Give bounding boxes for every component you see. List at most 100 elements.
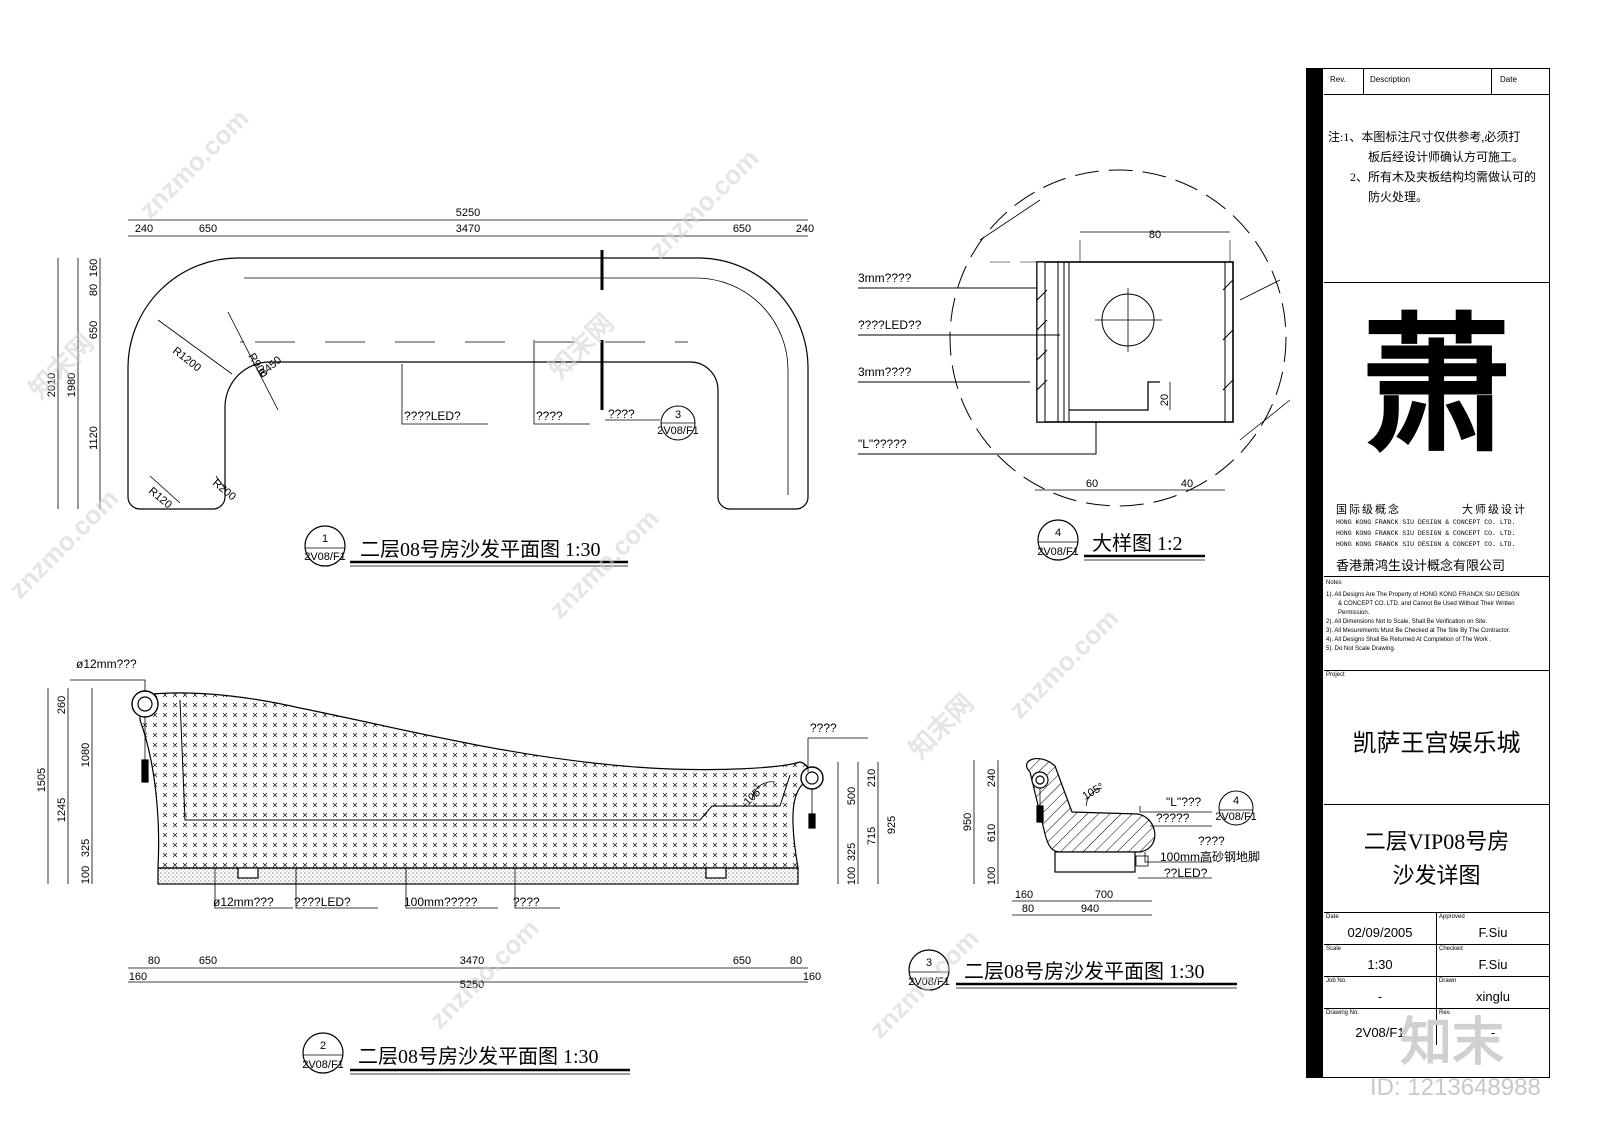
- v1-left-c: 160: [88, 259, 100, 277]
- approved-value: F.Siu: [1478, 925, 1508, 940]
- drawing-value: 2V08/F1: [1355, 1025, 1405, 1040]
- v2-top-label: ø12mm???: [76, 657, 137, 671]
- v1-left-b: 1980: [66, 373, 78, 397]
- view-1-title: 1 2V08/F1 二层08号房沙发平面图 1:30: [304, 525, 628, 567]
- v4-tag-num: 4: [1055, 527, 1061, 539]
- v2-bot-160a: 160: [129, 971, 147, 983]
- v3-left-240: 240: [986, 769, 998, 787]
- approved-label: Approved: [1439, 914, 1465, 920]
- v4-dim-20: 20: [1159, 394, 1171, 406]
- sheet-title-line2: 沙发详图: [1392, 863, 1481, 888]
- view-3-title: 3 2V08/F1 二层08号房沙发平面图 1:30: [908, 949, 1237, 991]
- v2-bot-3470: 3470: [460, 955, 484, 967]
- notes-cn: 注:1、本图标注尺寸仅供参考,必须打 板后经设计师确认方可施工。 2、所有木及夹…: [1324, 95, 1549, 283]
- v2-title: 二层08号房沙发平面图 1:30: [358, 1045, 599, 1068]
- v2-left-1080: 1080: [80, 743, 92, 767]
- project-name: 凯萨王宫娱乐城: [1352, 731, 1521, 757]
- rev-value: -: [1490, 1025, 1496, 1040]
- company-en: HONG KONG FRANCK SIU DESIGN & CONCEPT CO…: [1336, 517, 1515, 550]
- v2-bot-80b: 80: [790, 955, 802, 967]
- note-en-1: 1). All Designs Are The Property of HONG…: [1326, 592, 1520, 598]
- v1-callout-num: 3: [675, 409, 681, 421]
- scale-label: Scale: [1326, 946, 1342, 952]
- v4-dim-40: 40: [1181, 478, 1193, 490]
- v4-title: 大样图 1:2: [1092, 532, 1183, 555]
- v1-label-b: ????: [608, 407, 635, 421]
- v2-bottom-label-0: ø12mm???: [213, 895, 274, 909]
- v3-dim-80: 80: [1022, 903, 1034, 915]
- v2-bot-overall: 5250: [460, 979, 484, 991]
- note-en-6: 4). All Designs Shall Be Returned At Com…: [1326, 637, 1492, 643]
- company-logo-icon: 萧: [1361, 298, 1512, 474]
- v1-radius-120: R120: [146, 485, 174, 511]
- v2-right-100: 100: [846, 867, 858, 885]
- v2-right-label: ????: [810, 721, 837, 735]
- v3-tag-num: 3: [926, 957, 932, 969]
- v1-label-a: ????: [536, 409, 563, 423]
- date-header: Date: [1500, 75, 1517, 84]
- note-en-5: 3). All Mesurements Must Be Checked at T…: [1326, 628, 1511, 634]
- v1-left-d: 80: [88, 284, 100, 296]
- v1-dim-b: 650: [199, 223, 217, 235]
- v2-right-325: 325: [846, 843, 858, 861]
- v2-right-210: 210: [866, 769, 878, 787]
- company-en-2: HONG KONG FRANCK SIU DESIGN & CONCEPT CO…: [1336, 530, 1516, 537]
- job-value: -: [1377, 989, 1383, 1004]
- wm-site-1: znzmo.com: [133, 103, 254, 224]
- v4-dim-80: 80: [1149, 229, 1161, 241]
- v2-right-925: 925: [886, 816, 898, 834]
- v3-label-0: "L"???: [1166, 795, 1202, 809]
- view-4-text: 3mm???? ????LED?? 3mm???? "L"????? 80 20…: [858, 229, 1193, 490]
- v2-bottom-label-2: 100mm?????: [404, 895, 478, 909]
- watermarks: znzmo.com 知末网 znzmo.com 知末网 znzmo.com zn…: [3, 103, 1124, 1044]
- view-1-plan: [57, 219, 809, 510]
- v2-left-100: 100: [80, 866, 92, 884]
- v4-label-1: ????LED??: [858, 318, 922, 332]
- slogan-right: 大师级设计: [1462, 504, 1527, 516]
- note-cn-2: 板后经设计师确认方可施工。: [1368, 150, 1525, 164]
- v3-label-4: ??LED?: [1164, 866, 1208, 880]
- view-3-section: [973, 757, 1254, 916]
- v3-dim-940: 940: [1081, 903, 1099, 915]
- date-label: Date: [1326, 914, 1339, 920]
- v1-callout-ref: 2V08/F1: [657, 425, 699, 437]
- v2-left-260: 260: [56, 696, 68, 714]
- wm-site-7: znzmo.com: [3, 483, 124, 604]
- wm-brand-2: 知末网: [543, 308, 619, 384]
- v1-left-f: 1120: [88, 426, 100, 450]
- v1-label-led: ????LED?: [404, 409, 461, 423]
- v3-dim-700: 700: [1095, 889, 1113, 901]
- project-label: Project: [1326, 672, 1345, 678]
- v4-label-0: 3mm????: [858, 271, 912, 285]
- v3-left-610: 610: [986, 824, 998, 842]
- drawing-label: Drawing No.: [1326, 1010, 1360, 1016]
- v3-tag-ref: 2V08/F1: [908, 976, 950, 988]
- wm-brand-1: 知末网: [23, 328, 99, 404]
- v2-bot-160b: 160: [803, 971, 821, 983]
- v3-callout-ref: 2V08/F1: [1215, 811, 1257, 823]
- v4-dim-60: 60: [1086, 478, 1098, 490]
- watermark-logo: 知末: [1400, 1013, 1505, 1073]
- v2-bottom-label-3: ????: [513, 895, 540, 909]
- v3-callout-num: 4: [1233, 795, 1239, 807]
- v2-bottom-label-1: ????LED?: [294, 895, 351, 909]
- title-block-bar: [1306, 68, 1323, 1078]
- job-label: Job No.: [1326, 978, 1347, 984]
- view-2-text: ø12mm??? ???? 1505 1245 260 1080 325 100…: [36, 657, 898, 991]
- notes-en-label: Notes: [1326, 580, 1342, 586]
- wm-brand-3: 知末网: [903, 688, 979, 764]
- v2-right-500: 500: [846, 787, 858, 805]
- v3-label-1: ?????: [1156, 811, 1190, 825]
- v2-bot-650a: 650: [199, 955, 217, 967]
- rev-header-row: Rev. Description Date: [1324, 69, 1549, 95]
- v3-left-950: 950: [962, 813, 974, 831]
- v2-tag-num: 2: [320, 1040, 326, 1052]
- v4-tag-ref: 2V08/F1: [1037, 546, 1079, 558]
- view-1-text: 5250 240 650 3470 650 240 2010 1980 160 …: [46, 207, 814, 511]
- watermark-id: ID: 1213648988: [1370, 1074, 1541, 1101]
- view-2-title: 2 2V08/F1 二层08号房沙发平面图 1:30: [302, 1032, 630, 1075]
- note-en-7: 5). Do Not Scale Drawing.: [1326, 646, 1396, 652]
- notes-en: Notes 1). All Designs Are The Property o…: [1324, 577, 1549, 671]
- wm-site-4: znzmo.com: [1003, 603, 1124, 724]
- company-en-3: HONG KONG FRANCK SIU DESIGN & CONCEPT CO…: [1336, 541, 1516, 548]
